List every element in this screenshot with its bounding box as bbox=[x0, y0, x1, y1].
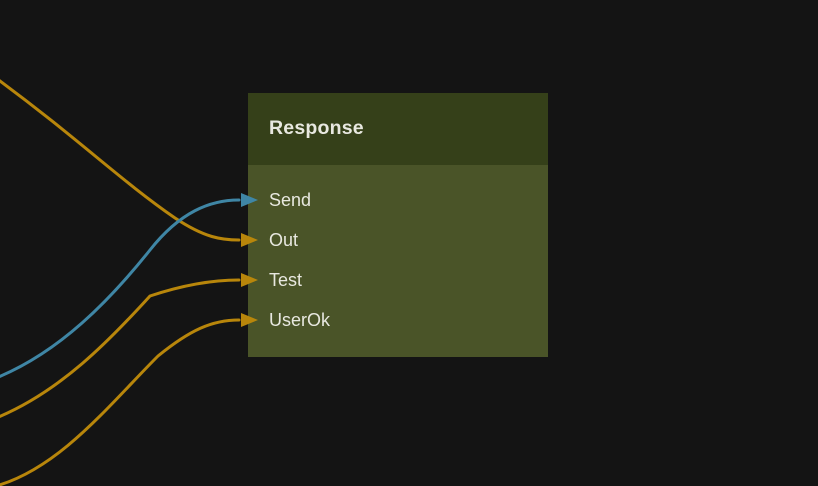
port-row[interactable]: Test bbox=[241, 266, 303, 294]
port-label-send: Send bbox=[269, 190, 312, 210]
port-arrow-icon[interactable] bbox=[239, 269, 259, 291]
edge-out[interactable] bbox=[0, 78, 241, 242]
port-row[interactable]: Out bbox=[241, 226, 299, 254]
port-arrow-icon[interactable] bbox=[239, 309, 259, 331]
port-label-test: Test bbox=[269, 270, 303, 290]
port-row[interactable]: Send bbox=[241, 186, 312, 214]
port-row[interactable]: UserOk bbox=[241, 306, 331, 334]
port-arrow-icon[interactable] bbox=[239, 229, 259, 251]
node-header[interactable]: Response bbox=[248, 93, 548, 165]
port-label-userok: UserOk bbox=[269, 310, 331, 330]
port-label-out: Out bbox=[269, 230, 299, 250]
edge-send[interactable] bbox=[0, 198, 241, 378]
edge-userok[interactable] bbox=[0, 318, 241, 486]
port-arrow-icon[interactable] bbox=[239, 189, 259, 211]
edge-test[interactable] bbox=[0, 278, 241, 418]
node-title: Response bbox=[269, 117, 364, 140]
